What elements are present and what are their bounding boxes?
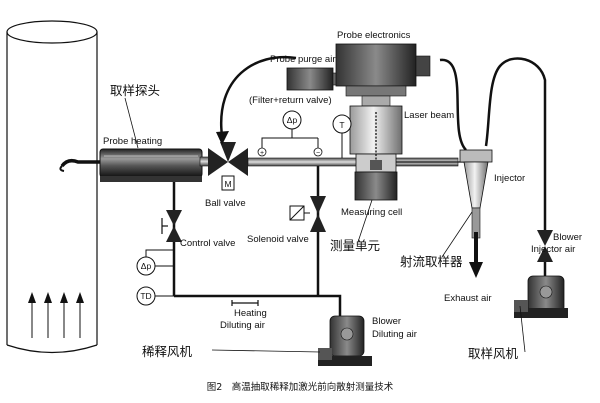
- leader-jet-sampler: [441, 211, 473, 258]
- leader-measuring-unit: [357, 199, 373, 243]
- label-control-valve: Control valve: [180, 238, 235, 249]
- td-label: TD: [140, 291, 151, 301]
- label-dilution-fan-cn: 稀释风机: [142, 344, 193, 359]
- label-measuring-cell: Measuring cell: [341, 207, 402, 218]
- temperature-sensor-td: TD: [136, 286, 174, 306]
- dilution-air-line: [174, 294, 342, 318]
- probe-heating-assembly: [59, 148, 203, 182]
- label-blower-2: Blower: [372, 316, 401, 327]
- label-probe-electronics: Probe electronics: [337, 30, 411, 41]
- gas-flow-arrows: [28, 292, 84, 338]
- heater-element: [231, 300, 259, 306]
- label-sampling-probe-cn: 取样探头: [110, 83, 160, 98]
- leader-sampling-fan: [519, 305, 526, 353]
- label-diluting-air: Diluting air: [220, 320, 265, 331]
- figure-caption: 图2 高温抽取稀释加激光前向散射测量技术: [207, 381, 394, 393]
- injector-air-line: [484, 57, 547, 232]
- ball-valve-motor-symbol: M: [224, 179, 231, 189]
- label-probe-purge-air: Probe purge air: [270, 54, 335, 65]
- label-diluting-air-2: Diluting air: [372, 329, 417, 340]
- blower-diluting: [318, 315, 372, 366]
- probe-electronics-to-injector-line: [439, 58, 467, 151]
- probe-purge-air-unit: [286, 67, 344, 91]
- dp-top-label: Δp: [287, 115, 298, 125]
- t-top-label: T: [339, 120, 344, 130]
- label-heating: Heating: [234, 308, 267, 319]
- blower-injector: [514, 230, 568, 318]
- probe-electronics-box: [335, 43, 431, 97]
- leader-dilution-fan: [211, 349, 321, 353]
- label-jet-sampler-cn: 射流取样器: [400, 254, 463, 269]
- injector: [459, 149, 493, 278]
- purge-air-return-line: [219, 55, 297, 137]
- measuring-cell-column: [349, 95, 403, 201]
- leader-probe: [124, 97, 139, 149]
- label-solenoid-valve: Solenoid valve: [247, 234, 309, 245]
- label-filter-return-valve: (Filter+return valve): [249, 95, 332, 106]
- stack-chimney: [6, 20, 98, 354]
- temperature-sensor-top: T: [332, 114, 352, 158]
- label-sampling-fan-cn: 取样风机: [468, 346, 519, 361]
- dp-sensor-lower: Δp: [136, 249, 174, 276]
- label-blower: Blower: [553, 232, 582, 243]
- label-measuring-unit-cn: 测量单元: [330, 238, 380, 253]
- dp-sensor-top: Δp + −: [257, 110, 323, 157]
- label-exhaust-air: Exhaust air: [444, 293, 492, 304]
- label-injector: Injector: [494, 173, 525, 184]
- label-ball-valve: Ball valve: [205, 198, 246, 209]
- label-laser-beam: Laser beam: [404, 110, 454, 121]
- label-injector-air: Injector air: [531, 244, 575, 255]
- dp-minus-sign: −: [316, 150, 320, 157]
- dp-plus-sign: +: [260, 150, 264, 157]
- solenoid-valve: [289, 166, 326, 260]
- ball-valve: M: [208, 142, 248, 191]
- dp-lower-label: Δp: [141, 261, 152, 271]
- control-valve: [161, 182, 182, 296]
- label-probe-heating: Probe heating: [103, 136, 162, 147]
